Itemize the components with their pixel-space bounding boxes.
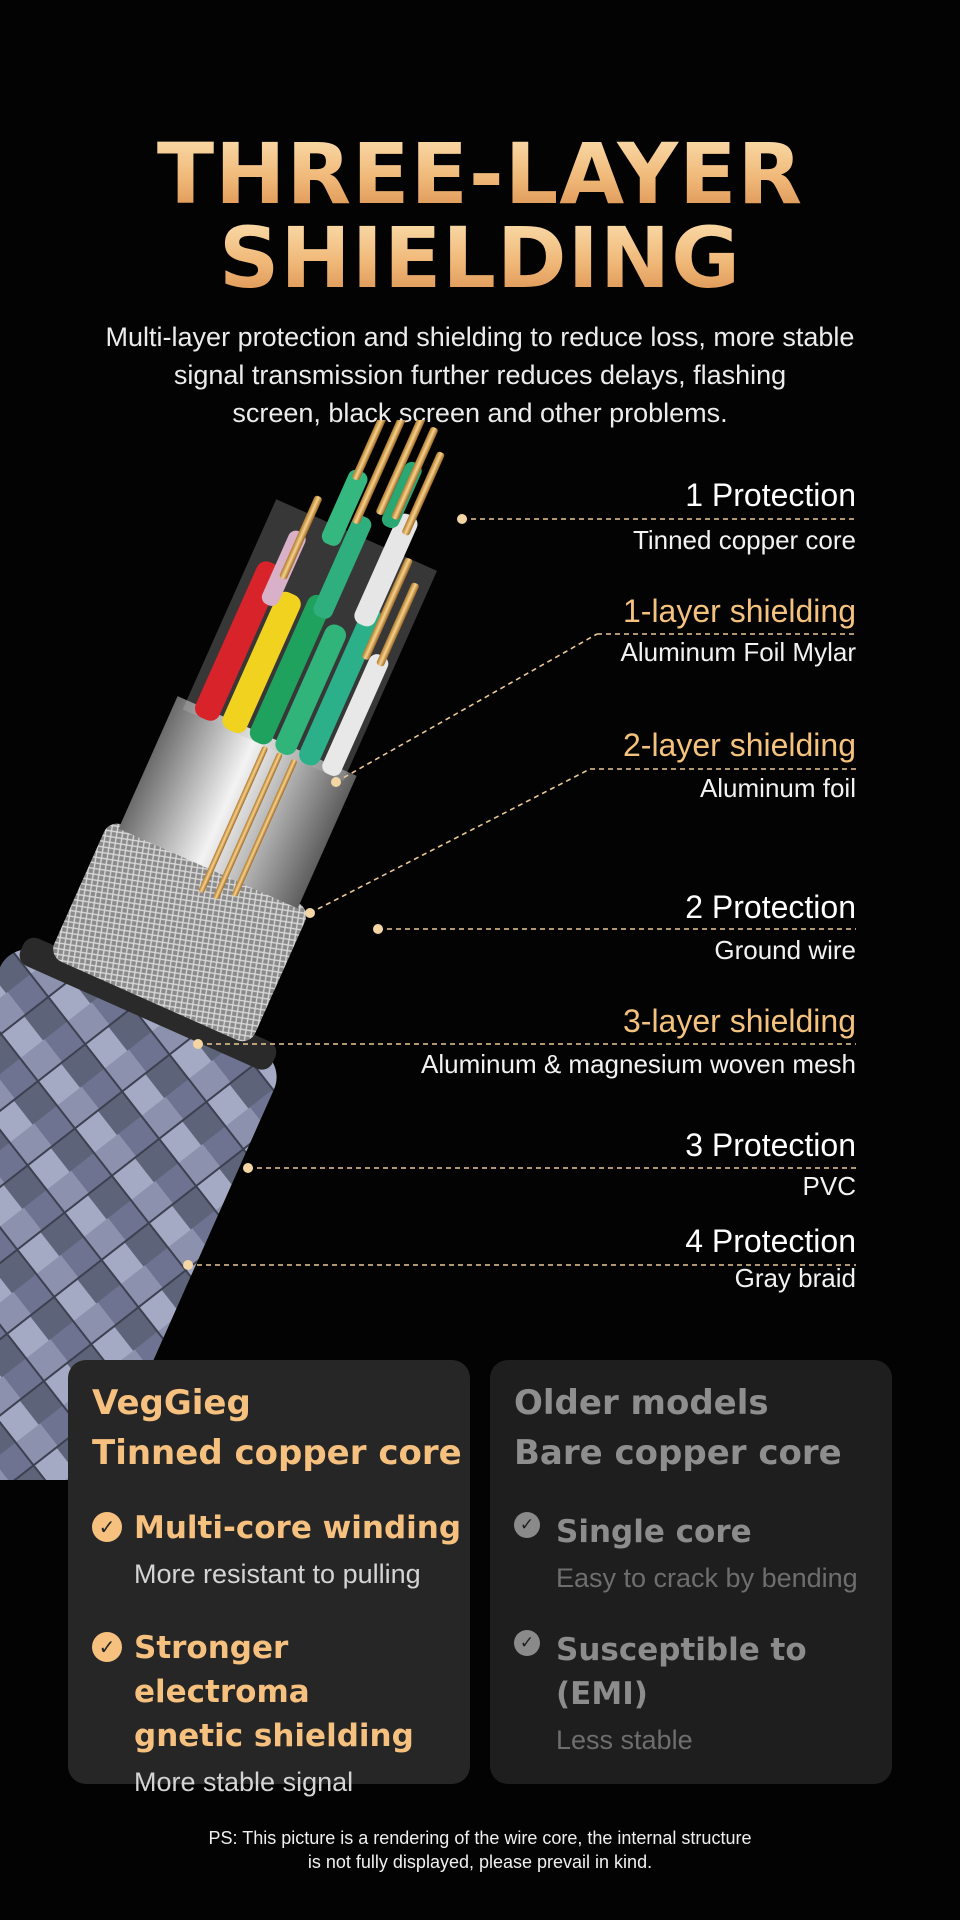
label-heading: 2 Protection <box>685 889 856 925</box>
feature-heading-line-2: gnetic shielding <box>134 1718 414 1754</box>
label-heading: 1-layer shielding <box>622 593 856 629</box>
card-title-line-2: Bare copper core <box>514 1433 842 1473</box>
label-2-protection: 2 Protection Ground wire <box>685 888 856 966</box>
label-heading: 2-layer shielding <box>622 727 856 763</box>
check-circle-icon: ✓ <box>92 1512 122 1542</box>
footnote: PS: This picture is a rendering of the w… <box>0 1826 960 1874</box>
label-1-protection: 1 Protection Tinned copper core <box>633 476 856 556</box>
subtitle: Multi-layer protection and shielding to … <box>50 318 910 432</box>
label-detail: PVC <box>802 1171 856 1201</box>
label-detail: Aluminum Foil Mylar <box>620 637 857 667</box>
card-title-line-1: Older models <box>514 1383 769 1423</box>
card-veggieg: VegGieg Tinned copper core ✓ Multi-core … <box>68 1360 470 1797</box>
label-3-layer-shielding: 3-layer shielding Aluminum & magnesium w… <box>421 1002 856 1080</box>
feature-emi-susceptible: ✓ Susceptible to (EMI) Less stable <box>514 1628 884 1760</box>
card-title: Older models Bare copper core <box>514 1378 842 1478</box>
label-detail: Aluminum foil <box>699 773 856 803</box>
feature-heading: Susceptible to (EMI) <box>556 1632 807 1712</box>
label-4-protection: 4 Protection Gray braid <box>685 1222 856 1294</box>
footnote-line-2: is not fully displayed, please prevail i… <box>307 1852 653 1872</box>
subtitle-line-3: screen, black screen and other problems. <box>232 398 728 428</box>
card-title-line-2: Tinned copper core <box>92 1433 462 1473</box>
feature-detail: Less stable <box>556 1725 693 1755</box>
label-detail: Ground wire <box>714 935 856 965</box>
label-detail: Tinned copper core <box>632 525 856 555</box>
label-1-layer-shielding: 1-layer shielding Aluminum Foil Mylar <box>621 592 857 668</box>
label-detail: Aluminum & magnesium woven mesh <box>421 1049 856 1079</box>
cable-cross-section-illustration <box>0 420 856 1480</box>
label-heading: 3-layer shielding <box>622 1003 856 1039</box>
feature-detail: Easy to crack by bending <box>556 1563 858 1593</box>
check-circle-icon: ✓ <box>514 1630 540 1656</box>
footnote-line-1: PS: This picture is a rendering of the w… <box>208 1828 752 1848</box>
feature-heading: Single core <box>556 1514 752 1550</box>
feature-emi-shielding: ✓ Stronger electroma gnetic shielding Mo… <box>92 1626 462 1802</box>
label-3-protection: 3 Protection PVC <box>685 1126 856 1202</box>
label-heading: 3 Protection <box>685 1127 856 1163</box>
card-title: VegGieg Tinned copper core <box>92 1378 462 1478</box>
check-circle-icon: ✓ <box>514 1512 540 1538</box>
feature-multi-core: ✓ Multi-core winding More resistant to p… <box>92 1506 462 1594</box>
subtitle-line-2: signal transmission further reduces dela… <box>173 360 787 390</box>
feature-heading-line-1: Stronger electroma <box>134 1630 310 1710</box>
check-circle-icon: ✓ <box>92 1632 122 1662</box>
title-line-1: THREE-LAYER <box>0 130 960 218</box>
feature-detail: More resistant to pulling <box>134 1559 421 1589</box>
label-2-layer-shielding: 2-layer shielding Aluminum foil <box>623 726 856 804</box>
label-heading: 4 Protection <box>685 1223 856 1259</box>
subtitle-line-1: Multi-layer protection and shielding to … <box>105 322 855 352</box>
card-title-line-1: VegGieg <box>92 1383 251 1423</box>
feature-detail: More stable signal <box>134 1767 354 1797</box>
title-line-2: SHIELDING <box>0 214 960 302</box>
card-older-models: Older models Bare copper core ✓ Single c… <box>490 1360 892 1784</box>
label-heading: 1 Protection <box>685 477 856 513</box>
label-detail: Gray braid <box>734 1263 856 1293</box>
feature-heading: Multi-core winding <box>134 1510 462 1546</box>
feature-single-core: ✓ Single core Easy to crack by bending <box>514 1510 884 1598</box>
